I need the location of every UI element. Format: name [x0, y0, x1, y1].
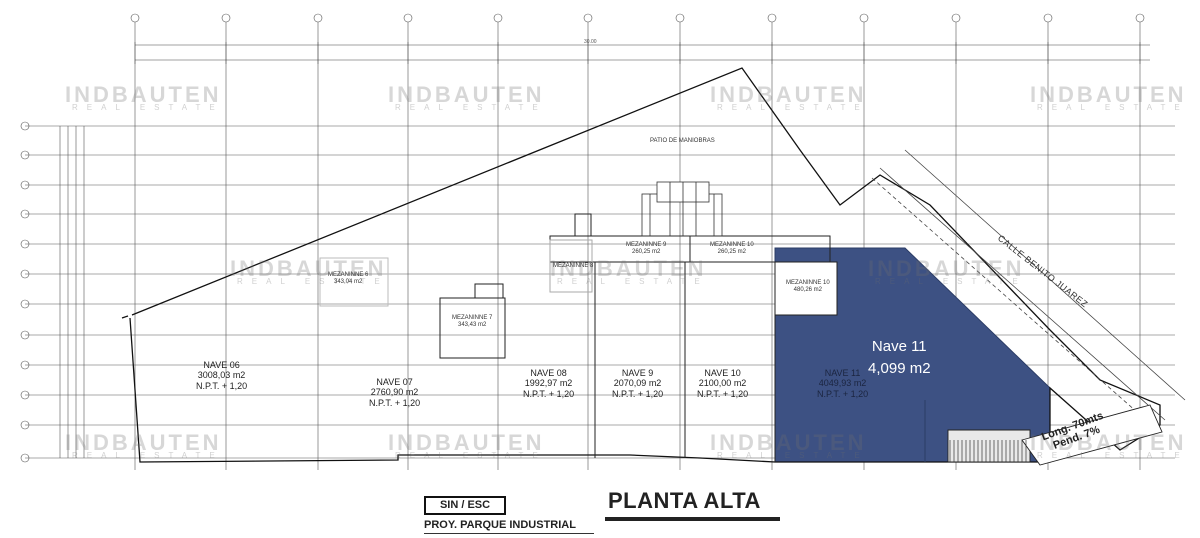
title-underline	[605, 517, 780, 521]
drawing-title: PLANTA ALTA	[608, 488, 761, 513]
patio-stairs	[641, 181, 723, 237]
ramp-hatch	[949, 440, 1027, 462]
grid-axis-marker	[859, 13, 869, 23]
street-border	[871, 149, 1186, 429]
ramp	[947, 404, 1163, 466]
grid-axis-marker	[1043, 13, 1053, 23]
outline-tick	[121, 315, 129, 319]
dimension-label: 30.00	[584, 39, 597, 45]
grid-axis-marker	[767, 13, 777, 23]
grid-axis-marker	[20, 180, 30, 190]
left-side-grid	[59, 126, 85, 458]
dimension-line	[135, 44, 1150, 61]
grid-axis-marker	[313, 13, 323, 23]
grid-axis-marker	[1135, 13, 1145, 23]
grid-axis-marker	[675, 13, 685, 23]
grid-axis-marker	[221, 13, 231, 23]
grid-axis-marker	[130, 13, 140, 23]
grid-axis-marker	[403, 13, 413, 23]
grid-axis-marker	[583, 13, 593, 23]
grid-axis-marker	[20, 150, 30, 160]
grid-axis-marker	[20, 239, 30, 249]
grid-axis-marker	[20, 299, 30, 309]
mezzanine-label: MEZANINNE 8	[553, 263, 594, 269]
patio-label: PATIO DE MANIOBRAS	[650, 138, 715, 144]
interior-walls	[319, 213, 926, 462]
grid-axis-marker	[20, 121, 30, 131]
grid-axis-marker	[20, 360, 30, 370]
grid-axis-marker	[20, 420, 30, 430]
grid-axis-marker	[20, 269, 30, 279]
grid-axis-marker	[951, 13, 961, 23]
grid-axis-marker	[20, 330, 30, 340]
grid-axis-marker	[493, 13, 503, 23]
scale-box: SIN / ESC	[424, 496, 506, 515]
grid-axis-marker	[20, 209, 30, 219]
project-name: PROY. PARQUE INDUSTRIAL	[424, 519, 576, 531]
grid-axis-marker	[20, 453, 30, 463]
project-underline	[424, 533, 594, 534]
grid-axis-marker	[20, 390, 30, 400]
